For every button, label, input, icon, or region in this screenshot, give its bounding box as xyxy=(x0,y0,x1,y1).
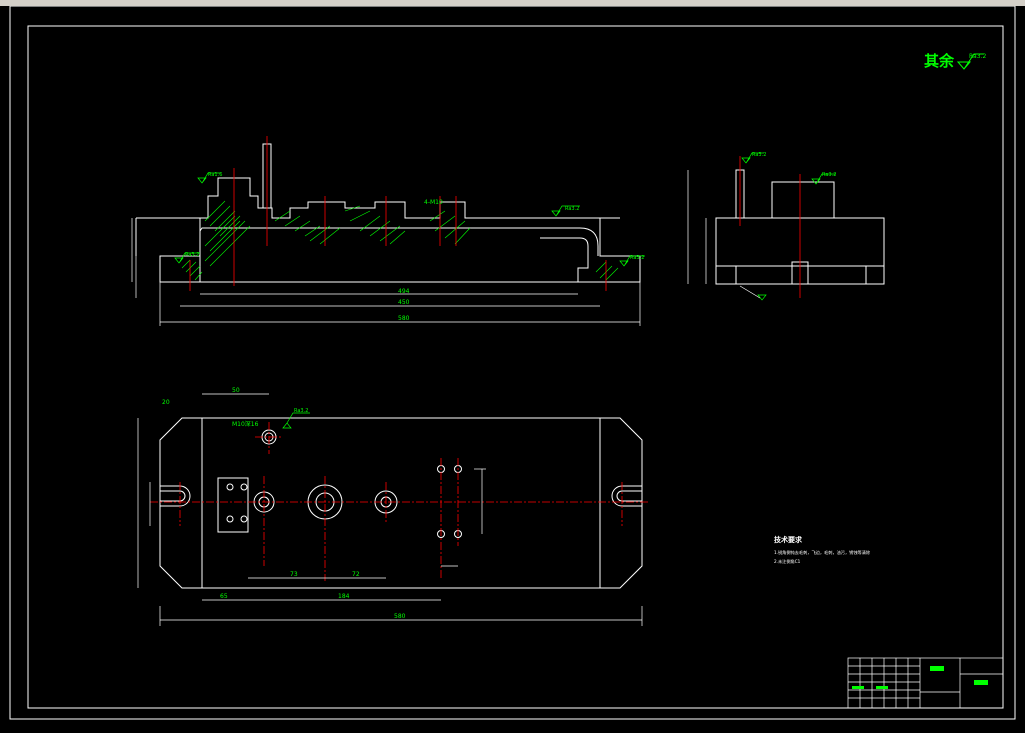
surface-note-roughness: Ra3.2 xyxy=(969,53,986,60)
svg-text:Ra3.2: Ra3.2 xyxy=(752,152,766,158)
section-hatching xyxy=(181,200,619,281)
dim-580-top: 580 xyxy=(394,613,406,620)
title-block xyxy=(847,657,1004,709)
roughness-symbol-icon xyxy=(956,53,984,70)
svg-text:Ra3.2: Ra3.2 xyxy=(294,408,308,414)
svg-text:Ra3.2: Ra3.2 xyxy=(185,252,199,258)
dim-450: 450 xyxy=(398,299,410,306)
surface-note-text: 其余 xyxy=(924,52,955,70)
sheet-inner-border xyxy=(27,25,1004,709)
dim-184: 184 xyxy=(338,593,350,600)
dim-65: 65 xyxy=(220,593,228,600)
technical-requirements: 技术要求 1.锐角倒钝去毛刺，飞边，毛刺，油污，锈蚀等清除 2.未注倒角C1 xyxy=(774,535,871,565)
dim-50: 50 xyxy=(232,387,240,394)
dim-m10: M10深16 xyxy=(232,420,259,428)
tech-req-title: 技术要求 xyxy=(774,535,803,544)
front-view: 494 450 580 4-M10 Ra3.2 Ra3.2 Ra3.2 Ra1.… xyxy=(131,136,645,326)
tech-req-item-2: 2.未注倒角C1 xyxy=(774,558,801,565)
window-top-strip xyxy=(0,0,1025,6)
surface-roughness-note: 其余 Ra3.2 xyxy=(924,52,986,70)
tech-req-item-1: 1.锐角倒钝去毛刺，飞边，毛刺，油污，锈蚀等清除 xyxy=(774,549,871,556)
svg-text:Ra3.2: Ra3.2 xyxy=(630,255,644,261)
dim-20: 20 xyxy=(162,399,170,406)
dim-494: 494 xyxy=(398,288,410,295)
cad-drawing-svg: 其余 Ra3.2 xyxy=(9,5,1016,720)
dim-72: 72 xyxy=(352,571,360,578)
dim-thread-note: 4-M10 xyxy=(424,199,443,206)
svg-text:Ra3.2: Ra3.2 xyxy=(565,206,579,212)
sheet-outer-border xyxy=(9,5,1016,720)
side-view: Ra3.2 Ra3.2 xyxy=(687,152,885,301)
svg-text:Ra3.2: Ra3.2 xyxy=(822,172,836,178)
cad-drawing-canvas[interactable]: 其余 Ra3.2 xyxy=(0,5,1025,729)
dim-73: 73 xyxy=(290,571,298,578)
dim-580-front: 580 xyxy=(398,315,410,322)
top-view: 580 184 65 73 72 50 M10深16 20 Ra3.2 xyxy=(137,387,650,626)
svg-text:Ra1.6: Ra1.6 xyxy=(208,172,222,178)
